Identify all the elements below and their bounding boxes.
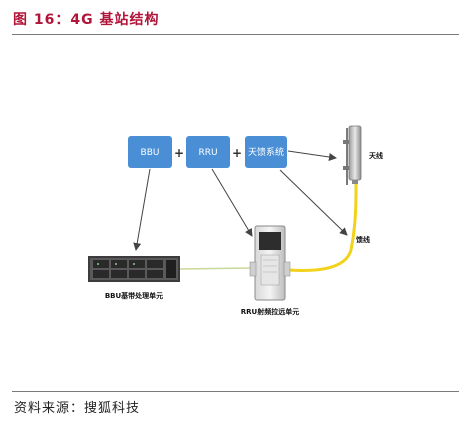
arrow-rru-to-unit [211,168,253,237]
feeder-system-box-label: 天馈系统 [248,146,284,158]
bottom-divider [12,391,459,392]
antenna-label: 天线 [369,151,383,160]
plus-sign-1: + [174,146,184,160]
rru-box: RRU [186,136,230,168]
bbu-unit-device [88,256,180,282]
rru-box-label: RRU [198,148,217,158]
arrow-feeder-to-cable [279,169,348,236]
rru-unit-label: RRU射频拉远单元 [241,307,299,316]
feeder-cable [288,175,358,272]
bbu-box-label: BBU [141,148,160,158]
bbu-unit-label: BBU基带处理单元 [105,291,163,300]
plus-sign-2: + [232,146,242,160]
source-note: 资料来源：搜狐科技 [14,401,141,416]
arrow-bbu-to-unit [133,168,151,251]
rru-unit-device [249,225,291,301]
bbu-box: BBU [128,136,172,168]
feeder-system-box: 天馈系统 [245,136,287,168]
feeder-label: 馈线 [356,235,370,244]
figure-title: 图 16：4G 基站结构 [13,12,160,28]
top-divider [12,34,459,35]
antenna-device [343,125,362,185]
bbu-rru-link [179,267,253,270]
arrow-feeder-to-antenna [287,150,337,161]
